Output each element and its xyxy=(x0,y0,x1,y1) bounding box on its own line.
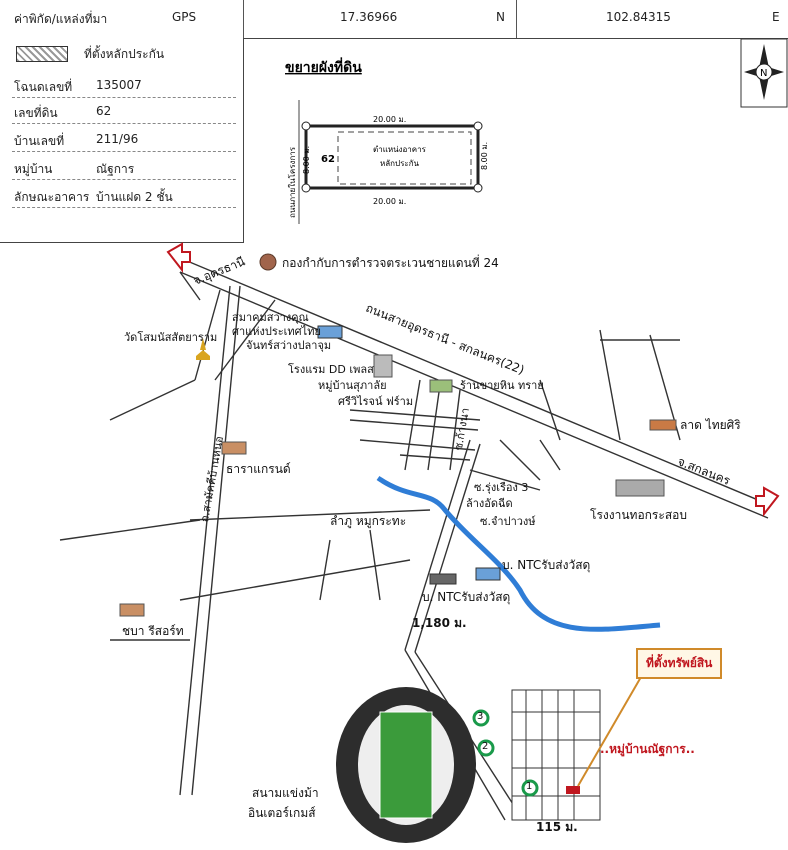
property-callout: ที่ตั้งทรัพย์สิน xyxy=(636,648,723,679)
internal-road-label: ถนนภายในโครงการ xyxy=(287,146,297,218)
soi-champa-label: ซ.จำปาวงษ์ xyxy=(480,515,536,528)
ntc-building-icon xyxy=(429,573,457,585)
river xyxy=(376,475,661,632)
legend-label: ที่ตั้งหลักประกัน xyxy=(84,47,165,61)
village-icon xyxy=(429,379,453,393)
factory-label: โรงงานทอกระสอบ xyxy=(590,508,687,522)
property-info-panel: ที่ตั้งหลักประกัน โฉนดเลขที่135007 เลขที… xyxy=(0,38,244,243)
coordinate-label: ค่าพิกัด/แหล่งที่มา xyxy=(14,12,108,26)
legend-hatch-icon xyxy=(16,46,68,62)
lot-plan: ขยายผังที่ดิน 20.00 ม. 20.00 ม. 62 ตำแหน… xyxy=(243,38,501,242)
building-label: ตำแหน่งอาคาร xyxy=(373,145,427,154)
marker-2: 2 xyxy=(482,741,489,752)
tharagrand-icon xyxy=(221,441,247,455)
building-label-2: หลักประกัน xyxy=(380,159,420,168)
shop-label: ร้านขายหิน ทราย xyxy=(460,379,544,392)
stadium-label-1: สนามแข่งม้า xyxy=(252,786,319,800)
village-target-label: ..หมู่บ้านณัฐการ.. xyxy=(600,742,695,756)
hotel-label: โรงแรม DD เพลส xyxy=(288,363,374,376)
chaba-label: ชบา รีสอร์ท xyxy=(122,624,184,638)
assoc-label-1: สมาคมสว่างคุณ xyxy=(232,311,309,324)
north-letter: N xyxy=(760,68,767,79)
village-grid xyxy=(511,689,601,821)
ntc2-label: บ. NTCรับส่งวัสดุ xyxy=(422,590,511,604)
property-marker xyxy=(566,786,580,794)
longitude-value: 102.84315 xyxy=(606,10,671,24)
plot-title: ขยายผังที่ดิน xyxy=(285,57,362,76)
top-dimension: 20.00 ม. xyxy=(373,115,406,124)
police-seal-icon xyxy=(259,253,277,271)
info-row-village: หมู่บ้านณัฐการ xyxy=(12,156,242,182)
gps-source: GPS xyxy=(172,10,197,24)
number-markers xyxy=(472,709,539,797)
temple-label: วัดโสมนัสสัตยาราม xyxy=(124,331,218,344)
info-row-house-no: บ้านเลขที่211/96 xyxy=(12,128,242,154)
coordinate-header: ค่าพิกัด/แหล่งที่มา GPS 17.36966 N 102.8… xyxy=(0,0,788,39)
longitude-dir: E xyxy=(772,10,780,24)
right-dimension: 8.00 ม. xyxy=(480,142,489,170)
info-row-deed: โฉนดเลขที่135007 xyxy=(12,74,242,100)
village2-label: ศรีวิไรจน์ ฟร์าม xyxy=(338,395,414,408)
village1-label: หมู่บ้านสุภาลัย xyxy=(318,379,387,392)
assoc-label-3: จันทร์สว่างปลาจุม xyxy=(246,339,332,352)
lot-number: 62 xyxy=(321,154,335,165)
ntc1-label: บ. NTCรับส่งวัสดุ xyxy=(502,558,591,572)
distance2-label: 115 ม. xyxy=(536,820,578,834)
temple-icon xyxy=(196,350,210,360)
soi-rungruang-label: ซ.รุ่งเรือง 3 xyxy=(474,481,529,494)
callout-line xyxy=(577,669,646,787)
north-arrow-icon: N xyxy=(740,38,788,108)
market-icon xyxy=(649,419,677,431)
ntc-office-icon xyxy=(475,567,501,581)
marker-3: 3 xyxy=(477,711,484,722)
lot-outline xyxy=(304,124,480,190)
police-label: กองกำกับการตำรวจตระเวนชายแดนที่ 24 xyxy=(282,256,499,270)
latitude-value: 17.36966 xyxy=(340,10,398,24)
distance-label: 1,180 ม. xyxy=(412,616,467,630)
bottom-dimension: 20.00 ม. xyxy=(373,197,406,206)
assoc-label-2: ศาแห่งประเทศไทย xyxy=(232,325,321,338)
divider xyxy=(516,0,517,38)
factory-icon xyxy=(615,479,665,497)
market-label: ลาด ไทยศิริ xyxy=(680,418,741,432)
divider xyxy=(243,0,244,38)
arrow-right-icon xyxy=(755,486,780,517)
latitude-dir: N xyxy=(496,10,505,24)
resort-icon xyxy=(119,603,145,617)
arrow-left-icon xyxy=(166,242,191,273)
info-row-building-type: ลักษณะอาคารบ้านแฝด 2 ชั้น xyxy=(12,184,242,210)
assoc-building-icon xyxy=(317,325,343,339)
hotel-icon xyxy=(373,354,393,378)
stadium-label-2: อินเตอร์เกมส์ xyxy=(248,806,316,820)
marker-1: 1 xyxy=(526,781,533,792)
tharagrand-label: ธาราแกรนด์ xyxy=(226,462,291,476)
carwash-label: ล้างอัดฉีด xyxy=(466,497,513,510)
left-dimension: 8.00 ม. xyxy=(302,146,311,174)
building-outline xyxy=(337,131,472,185)
lamphu-label: ลำภู หมูกระทะ xyxy=(330,514,407,528)
